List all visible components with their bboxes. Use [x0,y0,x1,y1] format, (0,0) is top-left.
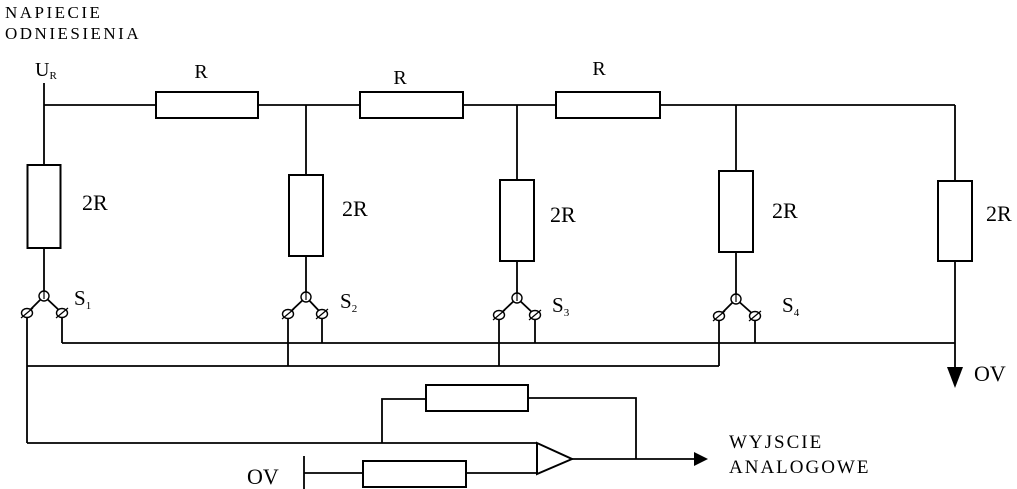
switch-s3 [492,292,542,321]
ladder-resistor-2-label: 2R [342,196,368,221]
switch-s1-contact-right-tick [55,307,69,319]
series-resistor-1-label: R [194,61,208,83]
feedback-resistor-body [425,384,529,412]
ladder-resistor-5-body [937,180,973,262]
switch-s4-contact-left-tick [712,310,726,322]
ground-arrow-icon [947,367,963,388]
ground-right-label: OV [974,361,1006,386]
analog-output-label-line1: WYJSCIE [729,432,823,453]
input-resistor-body [362,460,467,488]
series-resistor-2-label: R [393,67,407,89]
output-arrow-icon [694,452,708,466]
ladder-resistor-4-label: 2R [772,198,798,223]
switch-s2-label: S2 [340,289,357,315]
switch-s2 [281,291,329,320]
header-line2: ODNIESIENIA [5,24,141,43]
series-resistor-3-label: R [592,58,606,80]
switch-s3-label: S3 [552,293,570,319]
switch-s2-contact-left-tick [281,308,295,320]
wire-feedback-right [528,397,637,459]
ladder-resistor-4-body [718,170,754,253]
header-line1: NAPIECIE [5,3,102,22]
switch-s2-contact-right-tick [315,308,329,320]
ladder-resistor-3-label: 2R [550,202,576,227]
opamp-ground-label: OV [247,464,279,489]
ladder-resistor-5-label: 2R [986,201,1012,226]
analog-output-label-line2: ANALOGOWE [729,457,870,478]
switch-s4 [712,293,762,322]
switch-s4-contact-right-tick [748,310,762,322]
ladder-resistor-1-body [26,164,62,249]
switch-s1-label: S1 [74,286,91,312]
switch-s1-contact-left-tick [20,307,34,319]
ladder-resistor-3-body [499,179,535,262]
switch-s1 [20,290,69,319]
switch-s4-label: S4 [782,293,800,319]
opamp-triangle [536,441,575,476]
reference-voltage-label: UR [35,59,57,82]
switch-s3-contact-right-tick [528,309,542,321]
ladder-resistor-2-body [288,174,324,257]
series-resistor-2-body [359,91,464,119]
wire-feedback-left [381,398,426,443]
switch-s3-contact-left-tick [492,309,506,321]
ladder-resistor-1-label: 2R [82,190,108,215]
series-resistor-3-body [555,91,661,119]
series-resistor-1-body [155,91,259,119]
